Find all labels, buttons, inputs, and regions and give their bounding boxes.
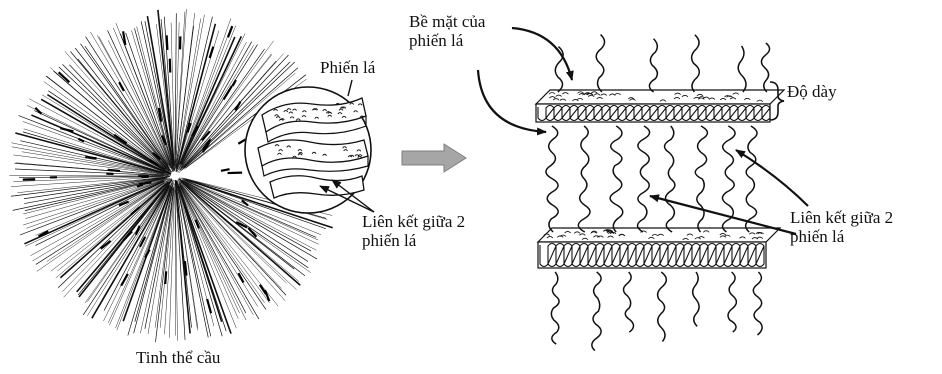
tie-right-line-2: phiến lá xyxy=(790,227,893,246)
lamella-model xyxy=(536,35,784,351)
lamella-surface-label: Bề mặt của phiến lá xyxy=(409,12,485,50)
lamella-stack-inset xyxy=(245,87,371,213)
surface-line-1: Bề mặt của xyxy=(409,12,485,31)
tie-molecule-label-right: Liên kết giữa 2 phiến lá xyxy=(790,208,893,246)
lamella-pointer xyxy=(348,80,352,96)
tie-left-line-2: phiến lá xyxy=(362,231,465,250)
tie-left-line-1: Liên kết giữa 2 xyxy=(362,212,465,231)
surface-pointer-side xyxy=(478,70,546,132)
tie-right-line-1: Liên kết giữa 2 xyxy=(790,208,893,227)
thickness-label: Độ dày xyxy=(787,82,837,101)
surface-line-2: phiến lá xyxy=(409,31,485,50)
transition-arrow xyxy=(402,144,466,172)
lamella-label: Phiến lá xyxy=(320,58,375,77)
tie-molecule-label-left: Liên kết giữa 2 phiến lá xyxy=(362,212,465,250)
spherulite-label: Tinh thể cầu xyxy=(136,348,220,367)
